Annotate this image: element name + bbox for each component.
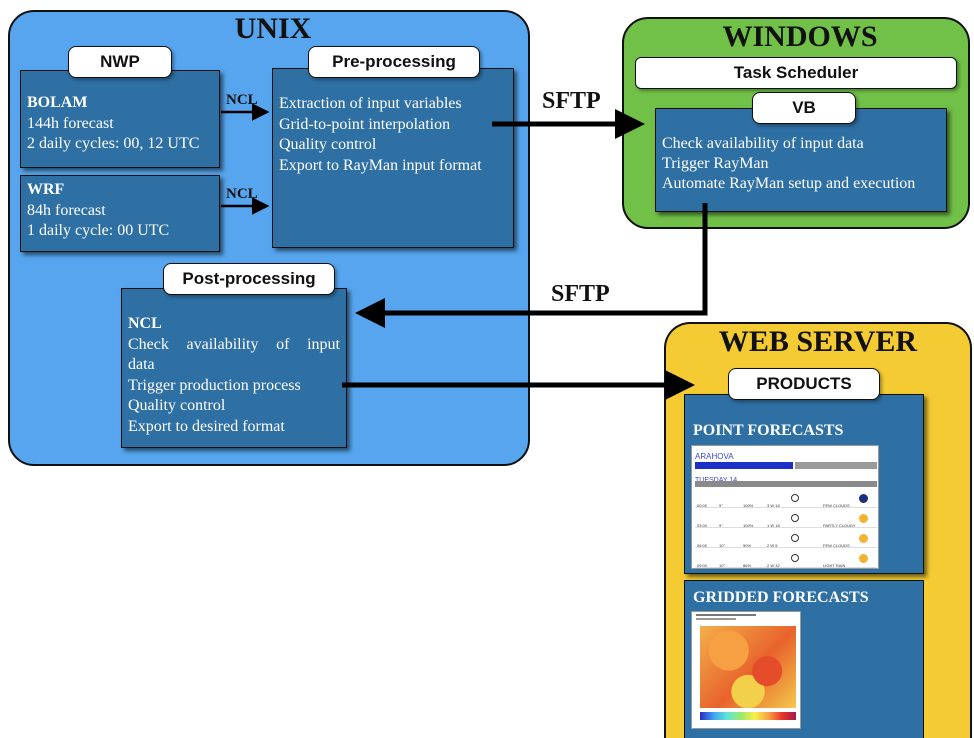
products-label: PRODUCTS xyxy=(728,368,880,400)
thumb-row-wind: 2 W 32 xyxy=(767,563,780,568)
preprocessing-line-2: Grid-to-point interpolation xyxy=(279,115,451,133)
thumb-tab-label: FORECASTS xyxy=(697,470,722,475)
vb-line-1: Check availability of input data xyxy=(662,135,864,152)
thumb-forecast-row: 09:00 10° 86% 2 W 32 LIGHT RAIN xyxy=(695,550,877,568)
thumb-row-sky: FEW CLOUDS xyxy=(823,543,850,548)
postprocessing-line-3: Trigger production process xyxy=(128,376,301,394)
gridded-forecasts-panel: GRIDDED FORECASTS xyxy=(684,580,924,738)
preprocessing-line-4: Export to RayMan input format xyxy=(279,156,482,174)
bolam-box: BOLAM 144h forecast 2 daily cycles: 00, … xyxy=(20,70,220,168)
thumb-tab-bar: FORECASTS xyxy=(695,462,793,475)
thumb-row-temp: 9° xyxy=(719,523,723,528)
thumb-row-wind: 2 W 5 xyxy=(767,543,778,548)
thumb-day: TUESDAY 14 xyxy=(695,471,737,492)
thumb-row-wind: 1 W 18 xyxy=(767,523,780,528)
gridded-map xyxy=(700,626,796,708)
ncl-label-wrf: NCL xyxy=(226,186,258,202)
vb-line-2: Trigger RayMan xyxy=(662,155,769,172)
preprocessing-line-1: Extraction of input variables xyxy=(279,95,462,112)
thumb-tab-bar-2 xyxy=(795,462,877,469)
point-forecast-thumbnail: ARAHOVA FORECASTS TUESDAY 14 00:00 9° 100%… xyxy=(691,445,879,569)
bolam-name: BOLAM xyxy=(27,94,88,111)
thumb-row-humidity: 100% xyxy=(743,523,754,528)
postprocessing-line-4: Quality control xyxy=(128,397,226,414)
thumb-row-humidity: 100% xyxy=(743,503,754,508)
preprocessing-label: Pre-processing xyxy=(308,46,480,78)
unix-title: UNIX xyxy=(234,12,312,45)
gridded-forecast-thumbnail xyxy=(691,611,801,729)
thumb-forecast-row: 03:00 9° 100% 1 W 18 PARTLY CLOUDY xyxy=(695,510,877,528)
postprocessing-line-2: data xyxy=(128,356,155,373)
thumb-row-weather-icon xyxy=(859,554,868,563)
thumb-row-time: 00:00 xyxy=(697,503,708,508)
thumb-row-time: 09:00 xyxy=(697,563,708,568)
postprocessing-line-5: Export to desired format xyxy=(128,417,285,435)
wrf-box: WRF 84h forecast 1 daily cycle: 00 UTC xyxy=(20,175,220,252)
thumb-row-weather-icon xyxy=(859,534,868,543)
point-forecasts-panel: POINT FORECASTS ARAHOVA FORECASTS TUESDA… xyxy=(684,394,924,574)
vb-label: VB xyxy=(752,92,856,124)
vb-box: Check availability of input data Trigger… xyxy=(655,108,947,212)
postprocessing-name: NCL xyxy=(128,315,162,332)
preprocessing-box: Extraction of input variables Grid-to-po… xyxy=(272,68,514,248)
thumb-forecast-row: 00:00 9° 100% 3 W 18 FEW CLOUDS xyxy=(695,490,877,508)
thumb-row-weather-icon xyxy=(859,494,868,503)
gridded-colorbar xyxy=(700,712,796,720)
bolam-line-2: 2 daily cycles: 00, 12 UTC xyxy=(27,135,200,152)
web-server-title: WEB SERVER xyxy=(718,325,918,358)
thumb-row-time: 06:00 xyxy=(697,543,708,548)
preprocessing-line-3: Quality control xyxy=(279,136,377,153)
postprocessing-label: Post-processing xyxy=(163,263,335,295)
vb-line-3: Automate RayMan setup and execution xyxy=(662,175,916,192)
ncl-label-bolam: NCL xyxy=(226,92,258,108)
sftp-label-bottom: SFTP xyxy=(551,281,610,307)
gridded-forecasts-title: GRIDDED FORECASTS xyxy=(693,589,869,606)
thumb-row-temp: 9° xyxy=(719,503,723,508)
wrf-name: WRF xyxy=(27,181,65,198)
point-forecasts-title: POINT FORECASTS xyxy=(693,422,844,439)
thumb-row-sky: PARTLY CLOUDY xyxy=(823,523,856,528)
postprocessing-line-1: Check availability of input xyxy=(128,335,340,353)
thumb-row-wind-icon xyxy=(791,534,799,542)
thumb-caption-line xyxy=(696,614,756,616)
bolam-line-1: 144h forecast xyxy=(27,114,114,132)
arrow-vb-to-postprocessing xyxy=(355,203,708,328)
thumb-row-humidity: 90% xyxy=(743,543,752,548)
thumb-caption-line-2 xyxy=(696,618,736,620)
windows-title: WINDOWS xyxy=(722,20,878,53)
thumb-forecast-row: 06:00 10° 90% 2 W 5 FEW CLOUDS xyxy=(695,530,877,548)
task-scheduler-label: Task Scheduler xyxy=(635,57,957,89)
thumb-row-temp: 10° xyxy=(719,563,726,568)
thumb-location: ARAHOVA xyxy=(695,452,734,461)
thumb-row-time: 03:00 xyxy=(697,523,708,528)
thumb-row-sky: LIGHT RAIN xyxy=(823,563,846,568)
wrf-line-1: 84h forecast xyxy=(27,201,106,219)
nwp-label: NWP xyxy=(68,46,172,78)
wrf-line-2: 1 daily cycle: 00 UTC xyxy=(27,222,170,239)
thumb-row-wind-icon xyxy=(791,494,799,502)
thumb-row-wind: 3 W 18 xyxy=(767,503,780,508)
thumb-row-weather-icon xyxy=(859,514,868,523)
sftp-label-top: SFTP xyxy=(542,88,601,114)
thumb-row-wind-icon xyxy=(791,554,799,562)
postprocessing-box: NCL Check availability of input data Tri… xyxy=(121,288,347,448)
thumb-header-row xyxy=(695,481,877,487)
thumb-row-wind-icon xyxy=(791,514,799,522)
thumb-row-humidity: 86% xyxy=(743,563,752,568)
thumb-row-temp: 10° xyxy=(719,543,726,548)
thumb-row-sky: FEW CLOUDS xyxy=(823,503,850,508)
